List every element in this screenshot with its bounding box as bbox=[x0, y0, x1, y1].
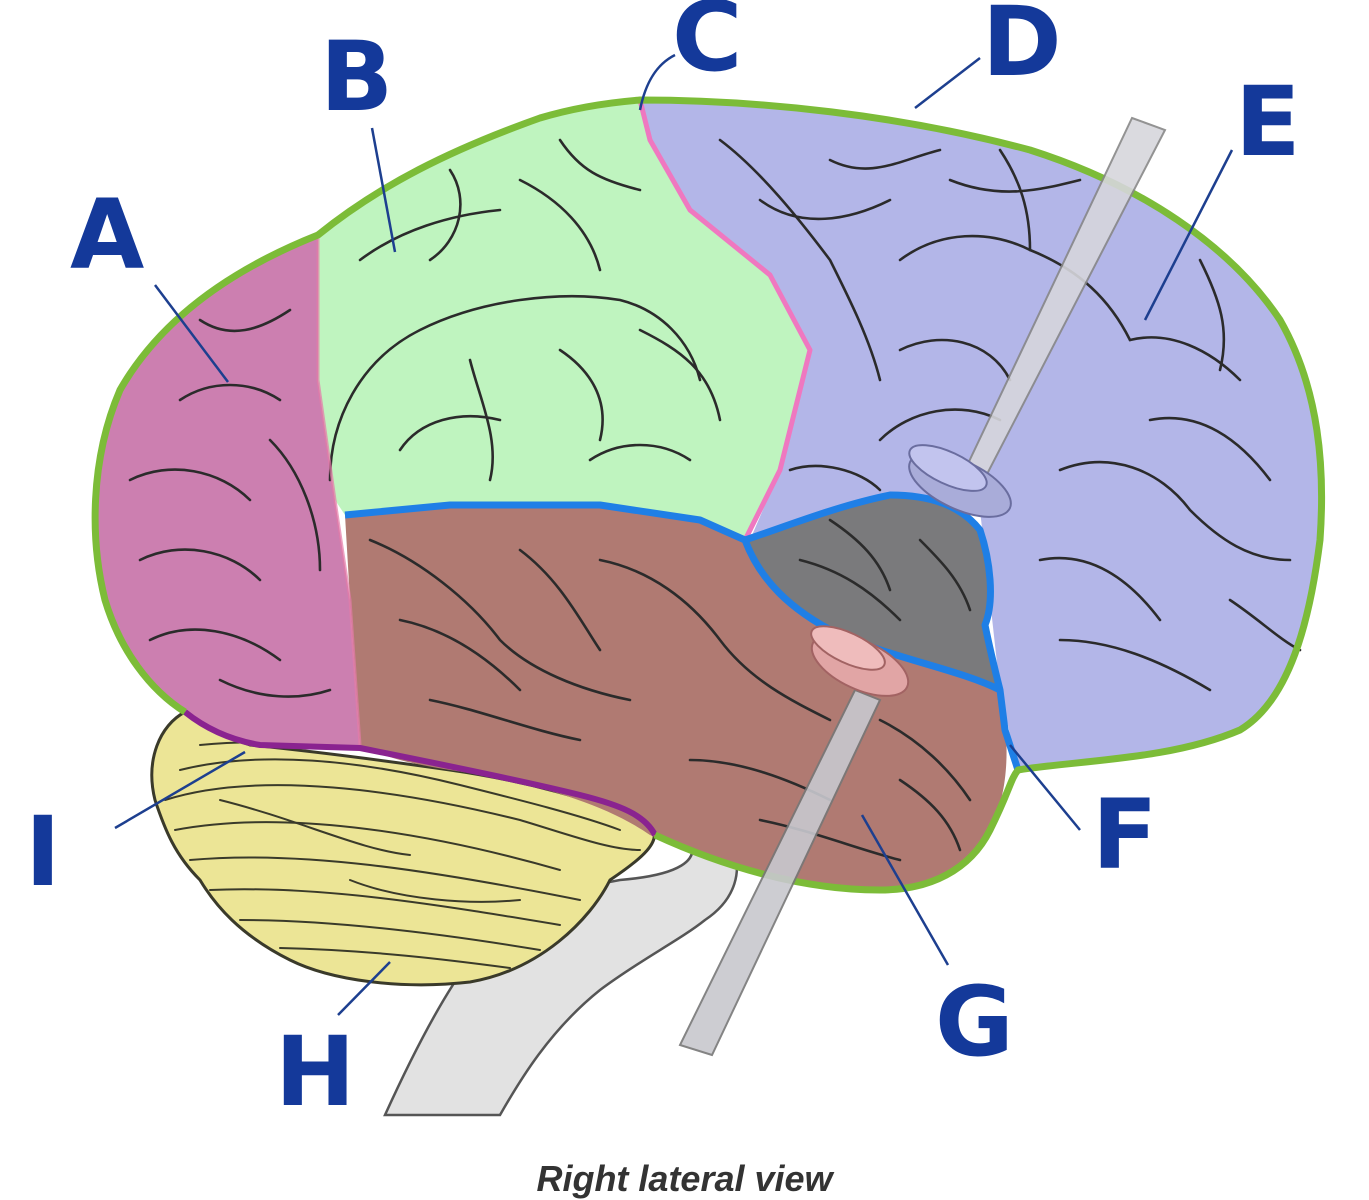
label-d: D bbox=[982, 0, 1062, 98]
label-h: H bbox=[275, 1016, 355, 1128]
lower-probe bbox=[678, 625, 910, 1057]
insula bbox=[745, 495, 1000, 690]
leader-e bbox=[1143, 149, 1234, 321]
label-i: I bbox=[25, 796, 61, 908]
view-caption: Right lateral view bbox=[536, 1158, 833, 1199]
leader-i bbox=[114, 750, 246, 830]
leader-b bbox=[370, 127, 397, 253]
leader-d bbox=[914, 57, 981, 109]
label-g: G bbox=[935, 966, 1014, 1078]
tentorium-line bbox=[183, 709, 658, 837]
parietal-lobe bbox=[318, 100, 810, 540]
brainstem bbox=[383, 838, 739, 1117]
central-sulcus-line bbox=[637, 99, 813, 542]
label-e: E bbox=[1235, 66, 1301, 178]
label-c: C bbox=[672, 0, 742, 93]
leader-c bbox=[638, 53, 676, 111]
leader-h bbox=[337, 961, 391, 1016]
parieto-occipital-line bbox=[316, 235, 362, 746]
temporal-lobe bbox=[345, 505, 1007, 890]
leader-f bbox=[1009, 744, 1081, 831]
label-b: B bbox=[320, 21, 393, 133]
label-f: F bbox=[1092, 779, 1158, 891]
cerebellum bbox=[150, 710, 656, 987]
leader-g bbox=[860, 814, 950, 966]
leader-lines bbox=[114, 53, 1234, 1016]
leader-a bbox=[154, 284, 229, 383]
upper-probe bbox=[908, 116, 1167, 518]
letter-labels: A B C D E F G H I bbox=[25, 0, 1301, 1128]
cerebellum-folia bbox=[164, 741, 641, 969]
label-a: A bbox=[70, 179, 144, 291]
occipital-lobe bbox=[95, 235, 360, 745]
